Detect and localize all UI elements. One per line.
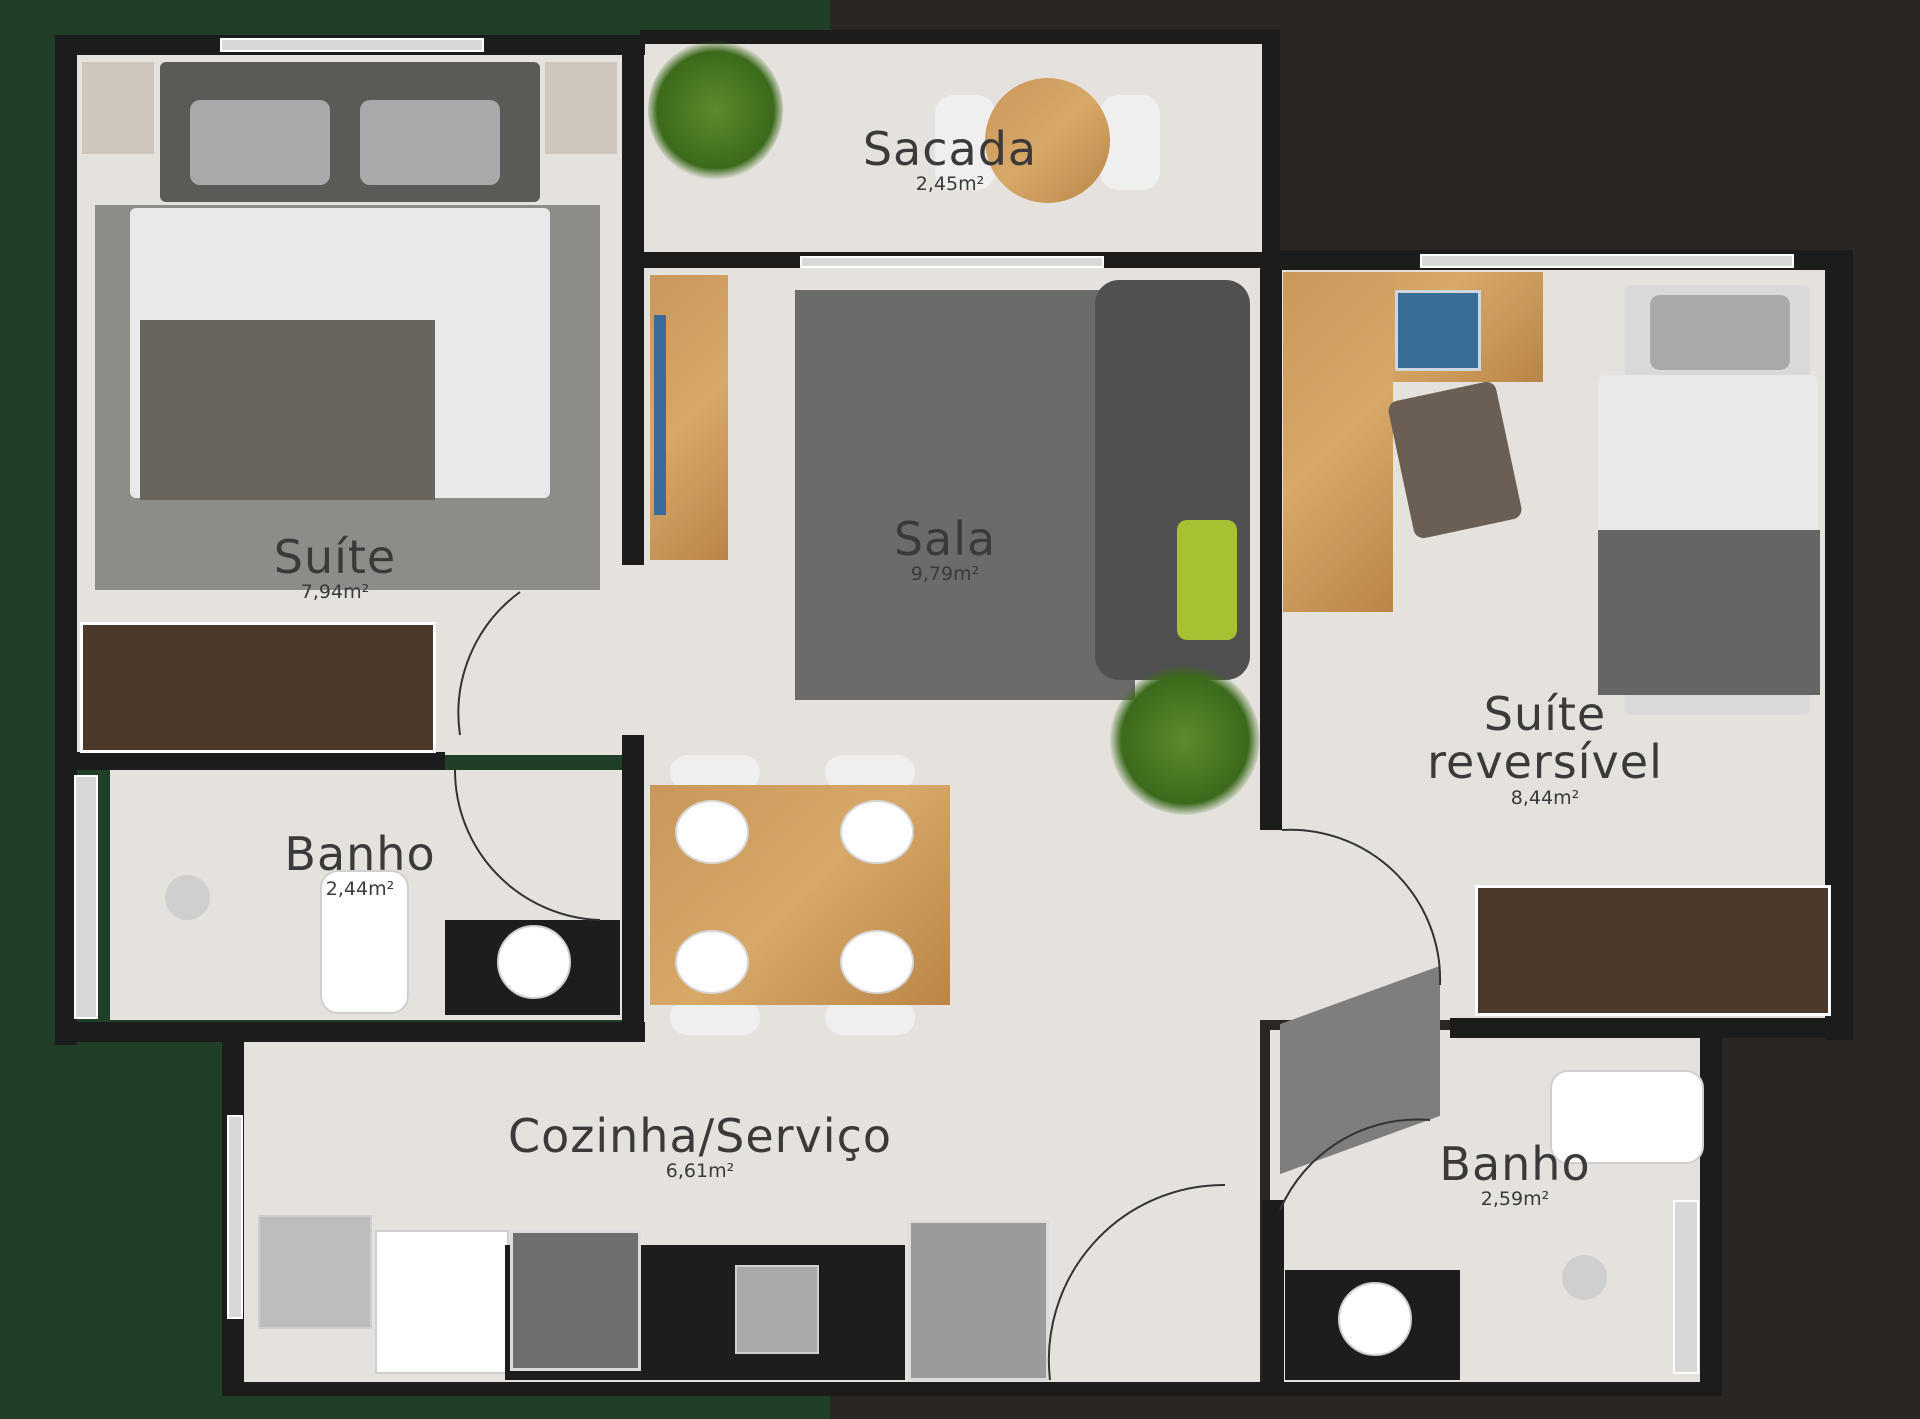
washing-machine-icon	[375, 1230, 509, 1374]
room-name: Suíte reversível	[1427, 687, 1663, 790]
wall-reversivel-left	[1260, 270, 1282, 830]
room-area: 6,61m²	[665, 1160, 735, 1183]
wall-sacada-right	[1262, 30, 1280, 280]
wall-suite-right	[622, 35, 644, 565]
sink-icon	[497, 925, 571, 999]
room-name: Sacada	[862, 122, 1038, 176]
door-arc-banho1	[454, 769, 601, 921]
label-suite: Suíte 7,94m²	[210, 533, 460, 603]
room-name: Cozinha/Serviço	[507, 1109, 893, 1163]
wall-banho2-left	[1262, 1200, 1284, 1390]
window-banho1-left	[74, 775, 98, 1019]
banho2-shower	[1562, 1255, 1607, 1300]
single-bed-pillow	[1650, 295, 1790, 370]
room-name: Banho	[284, 827, 436, 881]
sacada-chair-right	[1100, 95, 1160, 190]
dining-chair-4	[825, 1000, 915, 1035]
window-banho2-right	[1673, 1200, 1699, 1374]
plate-3	[675, 930, 749, 994]
dining-chair-1	[670, 755, 760, 790]
sala-plant	[1110, 665, 1260, 815]
room-area: 2,45m²	[915, 173, 985, 196]
toilet-icon	[320, 870, 409, 1014]
window-suite-top	[220, 38, 484, 52]
wall-banho1-right	[622, 735, 644, 1035]
room-name: Banho	[1439, 1137, 1591, 1191]
nightstand-left	[82, 62, 154, 154]
wall-banho2-right	[1700, 1030, 1722, 1390]
plate-1	[675, 800, 749, 864]
label-cozinha: Cozinha/Serviço 6,61m²	[470, 1112, 930, 1182]
sacada-table	[985, 78, 1110, 203]
wall-sacada-top	[640, 30, 1280, 44]
dining-chair-3	[670, 1000, 760, 1035]
banho2-sink	[1338, 1282, 1412, 1356]
room-area: 8,44m²	[1510, 786, 1580, 809]
door-arc-entry	[1047, 1183, 1226, 1381]
window-sacada-door	[800, 256, 1104, 268]
window-reversivel-top	[1420, 254, 1794, 268]
pillow-right	[360, 100, 500, 185]
room-area: 2,59m²	[1480, 1188, 1550, 1211]
label-sala: Sala 9,79m²	[820, 515, 1070, 585]
label-suite-reversivel: Suíte reversível 8,44m²	[1385, 690, 1705, 809]
plant-icon	[648, 40, 783, 180]
label-banho-1: Banho 2,44m²	[250, 830, 470, 900]
sala-rug	[795, 290, 1135, 700]
room-name: Suíte	[273, 530, 397, 584]
door-arc-reversivel	[1281, 828, 1442, 986]
wall-banho1-top	[75, 752, 445, 770]
label-banho-2: Banho 2,59m²	[1405, 1140, 1625, 1210]
bed-throw	[140, 320, 435, 500]
room-name: Sala	[893, 512, 997, 566]
wall-outer-bottom	[222, 1382, 1722, 1396]
desk-return	[1283, 272, 1393, 612]
dining-chair-2	[825, 755, 915, 790]
door-arc-banho2	[1279, 1118, 1431, 1211]
plate-2	[840, 800, 914, 864]
kitchen-sink	[735, 1265, 819, 1354]
fridge	[908, 1220, 1049, 1381]
room-area: 9,79m²	[910, 563, 980, 586]
plate-4	[840, 930, 914, 994]
wardrobe-icon	[80, 622, 436, 753]
room-area: 2,44m²	[325, 878, 395, 901]
sofa-cushion	[1177, 520, 1237, 640]
stove-icon	[510, 1230, 641, 1371]
wall-bottom-left	[55, 1022, 645, 1042]
banho2-toilet	[1550, 1070, 1704, 1164]
pillow-left	[190, 100, 330, 185]
single-bed-throw	[1598, 530, 1820, 695]
wall-outer-left	[55, 35, 77, 1045]
window-kitchen-left	[227, 1115, 243, 1319]
room-area: 7,94m²	[300, 581, 370, 604]
label-sacada: Sacada 2,45m²	[820, 125, 1080, 195]
shower-icon	[165, 875, 210, 920]
door-arc-suite	[457, 591, 521, 736]
wall-reversivel-bottom	[1450, 1018, 1850, 1038]
laptop	[1395, 290, 1481, 371]
laundry-sink	[258, 1215, 372, 1329]
nightstand-right	[545, 62, 617, 154]
reversivel-wardrobe	[1475, 885, 1831, 1016]
tv-screen	[654, 315, 666, 515]
